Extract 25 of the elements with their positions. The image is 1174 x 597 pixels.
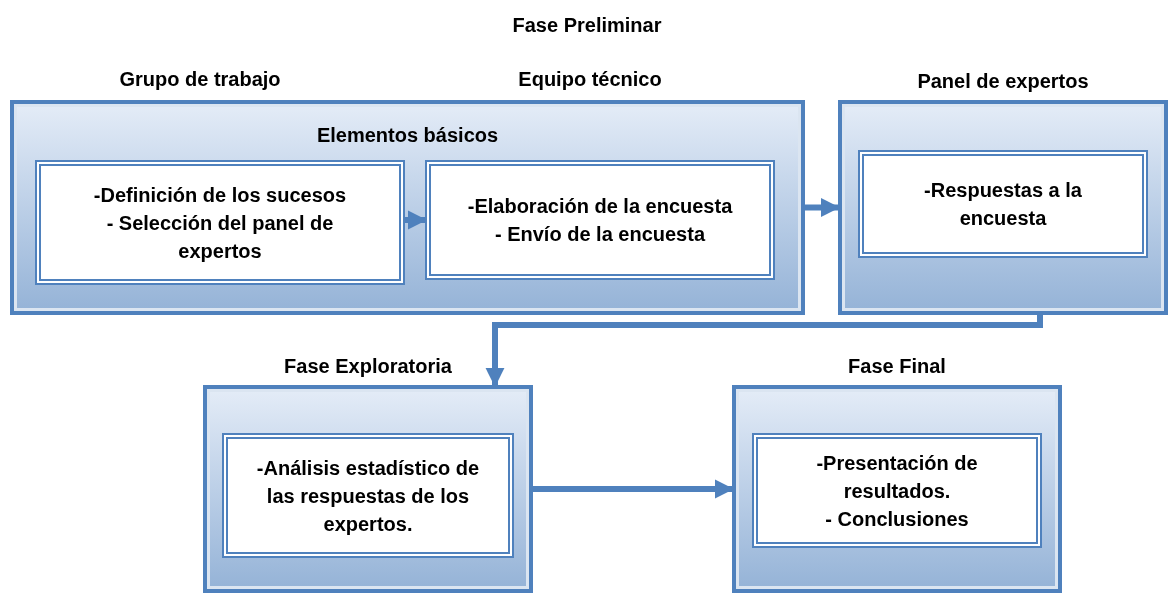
process-box bbox=[425, 160, 775, 280]
arrow bbox=[405, 210, 427, 230]
panel-heading: Fase Final bbox=[848, 354, 946, 379]
box-text: -Presentación de resultados. bbox=[815, 450, 979, 504]
box-text: - Conclusiones bbox=[825, 506, 969, 532]
box-text: -Análisis estadístico de las respuestas de los expertos. bbox=[255, 455, 481, 537]
process-box bbox=[858, 150, 1148, 258]
group-label: Equipo técnico bbox=[517, 67, 663, 92]
group-label: Grupo de trabajo bbox=[118, 67, 282, 92]
process-box bbox=[222, 433, 514, 558]
panel-heading: Elementos básicos bbox=[316, 123, 499, 148]
process-box bbox=[752, 433, 1042, 548]
box-text: -Definición de los sucesos bbox=[93, 182, 347, 208]
panel-heading: Fase Exploratoria bbox=[284, 354, 452, 379]
arrow bbox=[805, 197, 840, 218]
process-box bbox=[35, 160, 405, 285]
box-text: - Selección del panel de expertos bbox=[105, 210, 335, 264]
panel-heading: Panel de expertos bbox=[917, 69, 1089, 94]
box-text: -Respuestas a la encuesta bbox=[923, 178, 1083, 231]
phase-panel bbox=[10, 100, 805, 315]
diagram-title: Fase Preliminar bbox=[512, 13, 662, 38]
box-text: -Elaboración de la encuesta bbox=[467, 194, 733, 219]
arrow bbox=[533, 479, 734, 499]
box-text: - Envío de la encuesta bbox=[494, 222, 706, 247]
arrow bbox=[485, 315, 1043, 387]
